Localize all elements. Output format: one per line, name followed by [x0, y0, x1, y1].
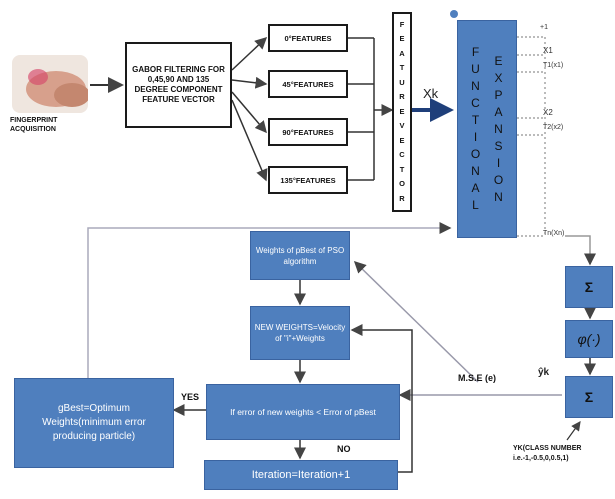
fingerprint-label: FINGERPRINT ACQUISITION	[10, 117, 58, 133]
fv-letter: C	[399, 150, 405, 160]
feature-label-0: 0°FEATURES	[284, 33, 332, 43]
phi-symbol: φ(·)	[577, 331, 601, 347]
sigma-bottom: Σ	[584, 389, 594, 405]
fv-letter: E	[399, 135, 405, 145]
exp-letter: N	[494, 189, 503, 204]
func-letter: I	[473, 130, 478, 144]
fingerprint-image	[12, 55, 88, 113]
exp-letter: N	[494, 121, 503, 136]
fv-letter: O	[399, 179, 405, 189]
feature-box-45: 45°FEATURES	[268, 70, 348, 98]
no-label: NO	[337, 444, 351, 454]
output-t2: T2(x2)	[543, 124, 564, 131]
bias-dot	[450, 10, 458, 18]
summation-top-box: Σ	[565, 266, 613, 308]
func-letter: A	[471, 181, 480, 195]
feature-label-45: 45°FEATURES	[282, 79, 334, 89]
yk-class-label: YK(CLASS NUMBER i.e.-1,-0.5,0,0.5,1)	[513, 445, 582, 462]
new-weights-text: NEW WEIGHTS=Velocity of "i"+Weights	[254, 323, 346, 343]
sigma-top: Σ	[584, 279, 594, 295]
exp-letter: I	[496, 155, 501, 170]
output-x2: X2	[543, 108, 553, 117]
exp-letter: P	[494, 87, 503, 102]
fv-letter: R	[399, 92, 405, 102]
fv-letter: E	[399, 34, 405, 44]
activation-box: φ(·)	[565, 320, 613, 358]
func-letter: L	[472, 198, 479, 212]
feature-box-0: 0°FEATURES	[268, 24, 348, 52]
fv-letter: F	[399, 19, 405, 29]
error-check-text: If error of new weights < Error of pBest	[230, 407, 376, 417]
exp-letter: O	[493, 172, 504, 187]
yes-label: YES	[181, 392, 200, 402]
exp-letter: A	[494, 104, 503, 119]
fv-letter: R	[399, 193, 405, 203]
func-letter: O	[470, 147, 481, 161]
xk-label: Xk	[423, 86, 439, 101]
output-x1: X1	[543, 46, 553, 55]
feature-box-90: 90°FEATURES	[268, 118, 348, 146]
fv-letter: A	[399, 48, 405, 58]
iteration-box: Iteration=Iteration+1	[204, 460, 398, 490]
feature-label-90: 90°FEATURES	[282, 127, 334, 137]
exp-letter: X	[494, 70, 503, 85]
pbest-weights-text: Weights of pBest of PSO algorithm	[255, 245, 345, 266]
output-one: +1	[540, 24, 548, 31]
yhat-label: ŷk	[538, 367, 550, 378]
fv-letter: V	[399, 121, 405, 131]
fv-letter: E	[399, 106, 405, 116]
gabor-text: GABOR FILTERING FOR 0,45,90 AND 135 DEGR…	[132, 65, 225, 104]
func-letter: F	[471, 45, 480, 59]
functional-expansion-box: F U N C T I O N A L E X P A N S I O N	[457, 20, 517, 238]
feature-box-135: 135°FEATURES	[268, 166, 348, 194]
func-letter: U	[471, 62, 480, 76]
func-letter: C	[471, 96, 480, 110]
func-letter: N	[471, 164, 480, 178]
error-check-box: If error of new weights < Error of pBest	[206, 384, 400, 440]
iteration-text: Iteration=Iteration+1	[251, 469, 351, 481]
exp-letter: S	[494, 138, 503, 153]
fv-letter: T	[399, 63, 405, 73]
new-weights-box: NEW WEIGHTS=Velocity of "i"+Weights	[250, 306, 350, 360]
output-tn: Tn(Xn)	[543, 230, 565, 237]
mse-label: M.S.E (e)	[458, 373, 497, 383]
func-letter: N	[471, 79, 480, 93]
exp-letter: E	[494, 53, 503, 68]
gbest-text: gBest=Optimum Weights(minimum error prod…	[42, 403, 146, 442]
gbest-box: gBest=Optimum Weights(minimum error prod…	[14, 378, 174, 468]
feature-vector-box: F E A T U R E V E C T O R	[392, 12, 412, 212]
output-t1: T1(x1)	[543, 62, 564, 69]
summation-bottom-box: Σ	[565, 376, 613, 418]
fv-letter: U	[399, 77, 405, 87]
pbest-weights-box: Weights of pBest of PSO algorithm	[250, 231, 350, 280]
func-letter: T	[471, 113, 480, 127]
gabor-filter-box: GABOR FILTERING FOR 0,45,90 AND 135 DEGR…	[125, 42, 232, 128]
feature-label-135: 135°FEATURES	[280, 175, 336, 185]
fv-letter: T	[399, 164, 405, 174]
